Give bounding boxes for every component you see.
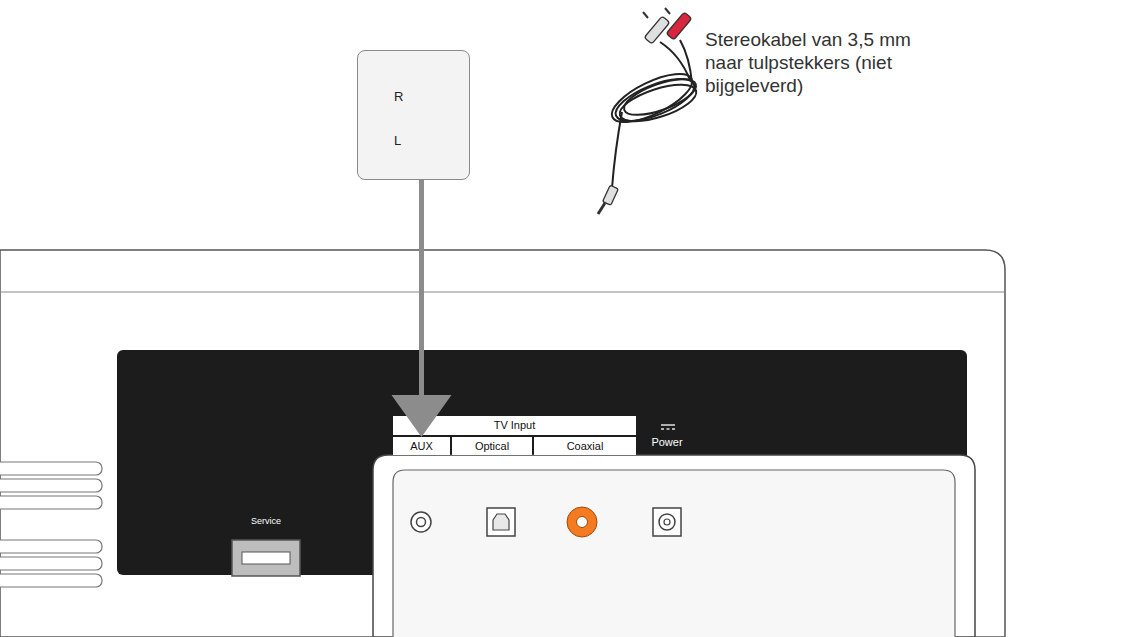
input-name: Coaxial: [534, 438, 636, 454]
input-name: Optical: [452, 438, 532, 454]
band-heading: TV Input: [393, 418, 636, 433]
cable-note: Stereokabel van 3,5 mm naar tulpstekkers…: [705, 28, 940, 97]
arrow-head: [392, 395, 452, 437]
rca-plugs: [643, 8, 692, 44]
optical-port: [487, 508, 515, 536]
connector-plate: [393, 470, 955, 637]
usb-port: [232, 540, 300, 576]
soundbar-body: [0, 250, 1005, 637]
cable-coil: [605, 40, 700, 188]
arrow-shaft: [419, 180, 424, 397]
dc-symbol: [661, 425, 675, 429]
power-port: [653, 508, 681, 536]
port-label: Service: [236, 515, 296, 527]
channel-letter: L: [394, 133, 401, 149]
aux-jack: [411, 512, 431, 532]
input-cell: AUX: [393, 437, 450, 455]
input-name: AUX: [393, 438, 450, 454]
top-edge: [0, 291, 1004, 292]
connector-block: [373, 455, 975, 637]
vent-slots: [0, 462, 102, 587]
input-cell: Optical: [452, 437, 532, 455]
jack-plug: [598, 185, 618, 214]
tv-input-band: TV InputAUXOpticalCoaxial: [393, 416, 636, 455]
pointer-arrow: [392, 180, 452, 437]
input-cell: Coaxial: [534, 437, 636, 455]
coaxial-port: [567, 507, 597, 537]
jack-inset-panel: RL: [357, 50, 470, 180]
channel-letter: R: [394, 89, 403, 105]
usb-slot: [242, 552, 290, 564]
port-label: Power: [645, 435, 689, 449]
